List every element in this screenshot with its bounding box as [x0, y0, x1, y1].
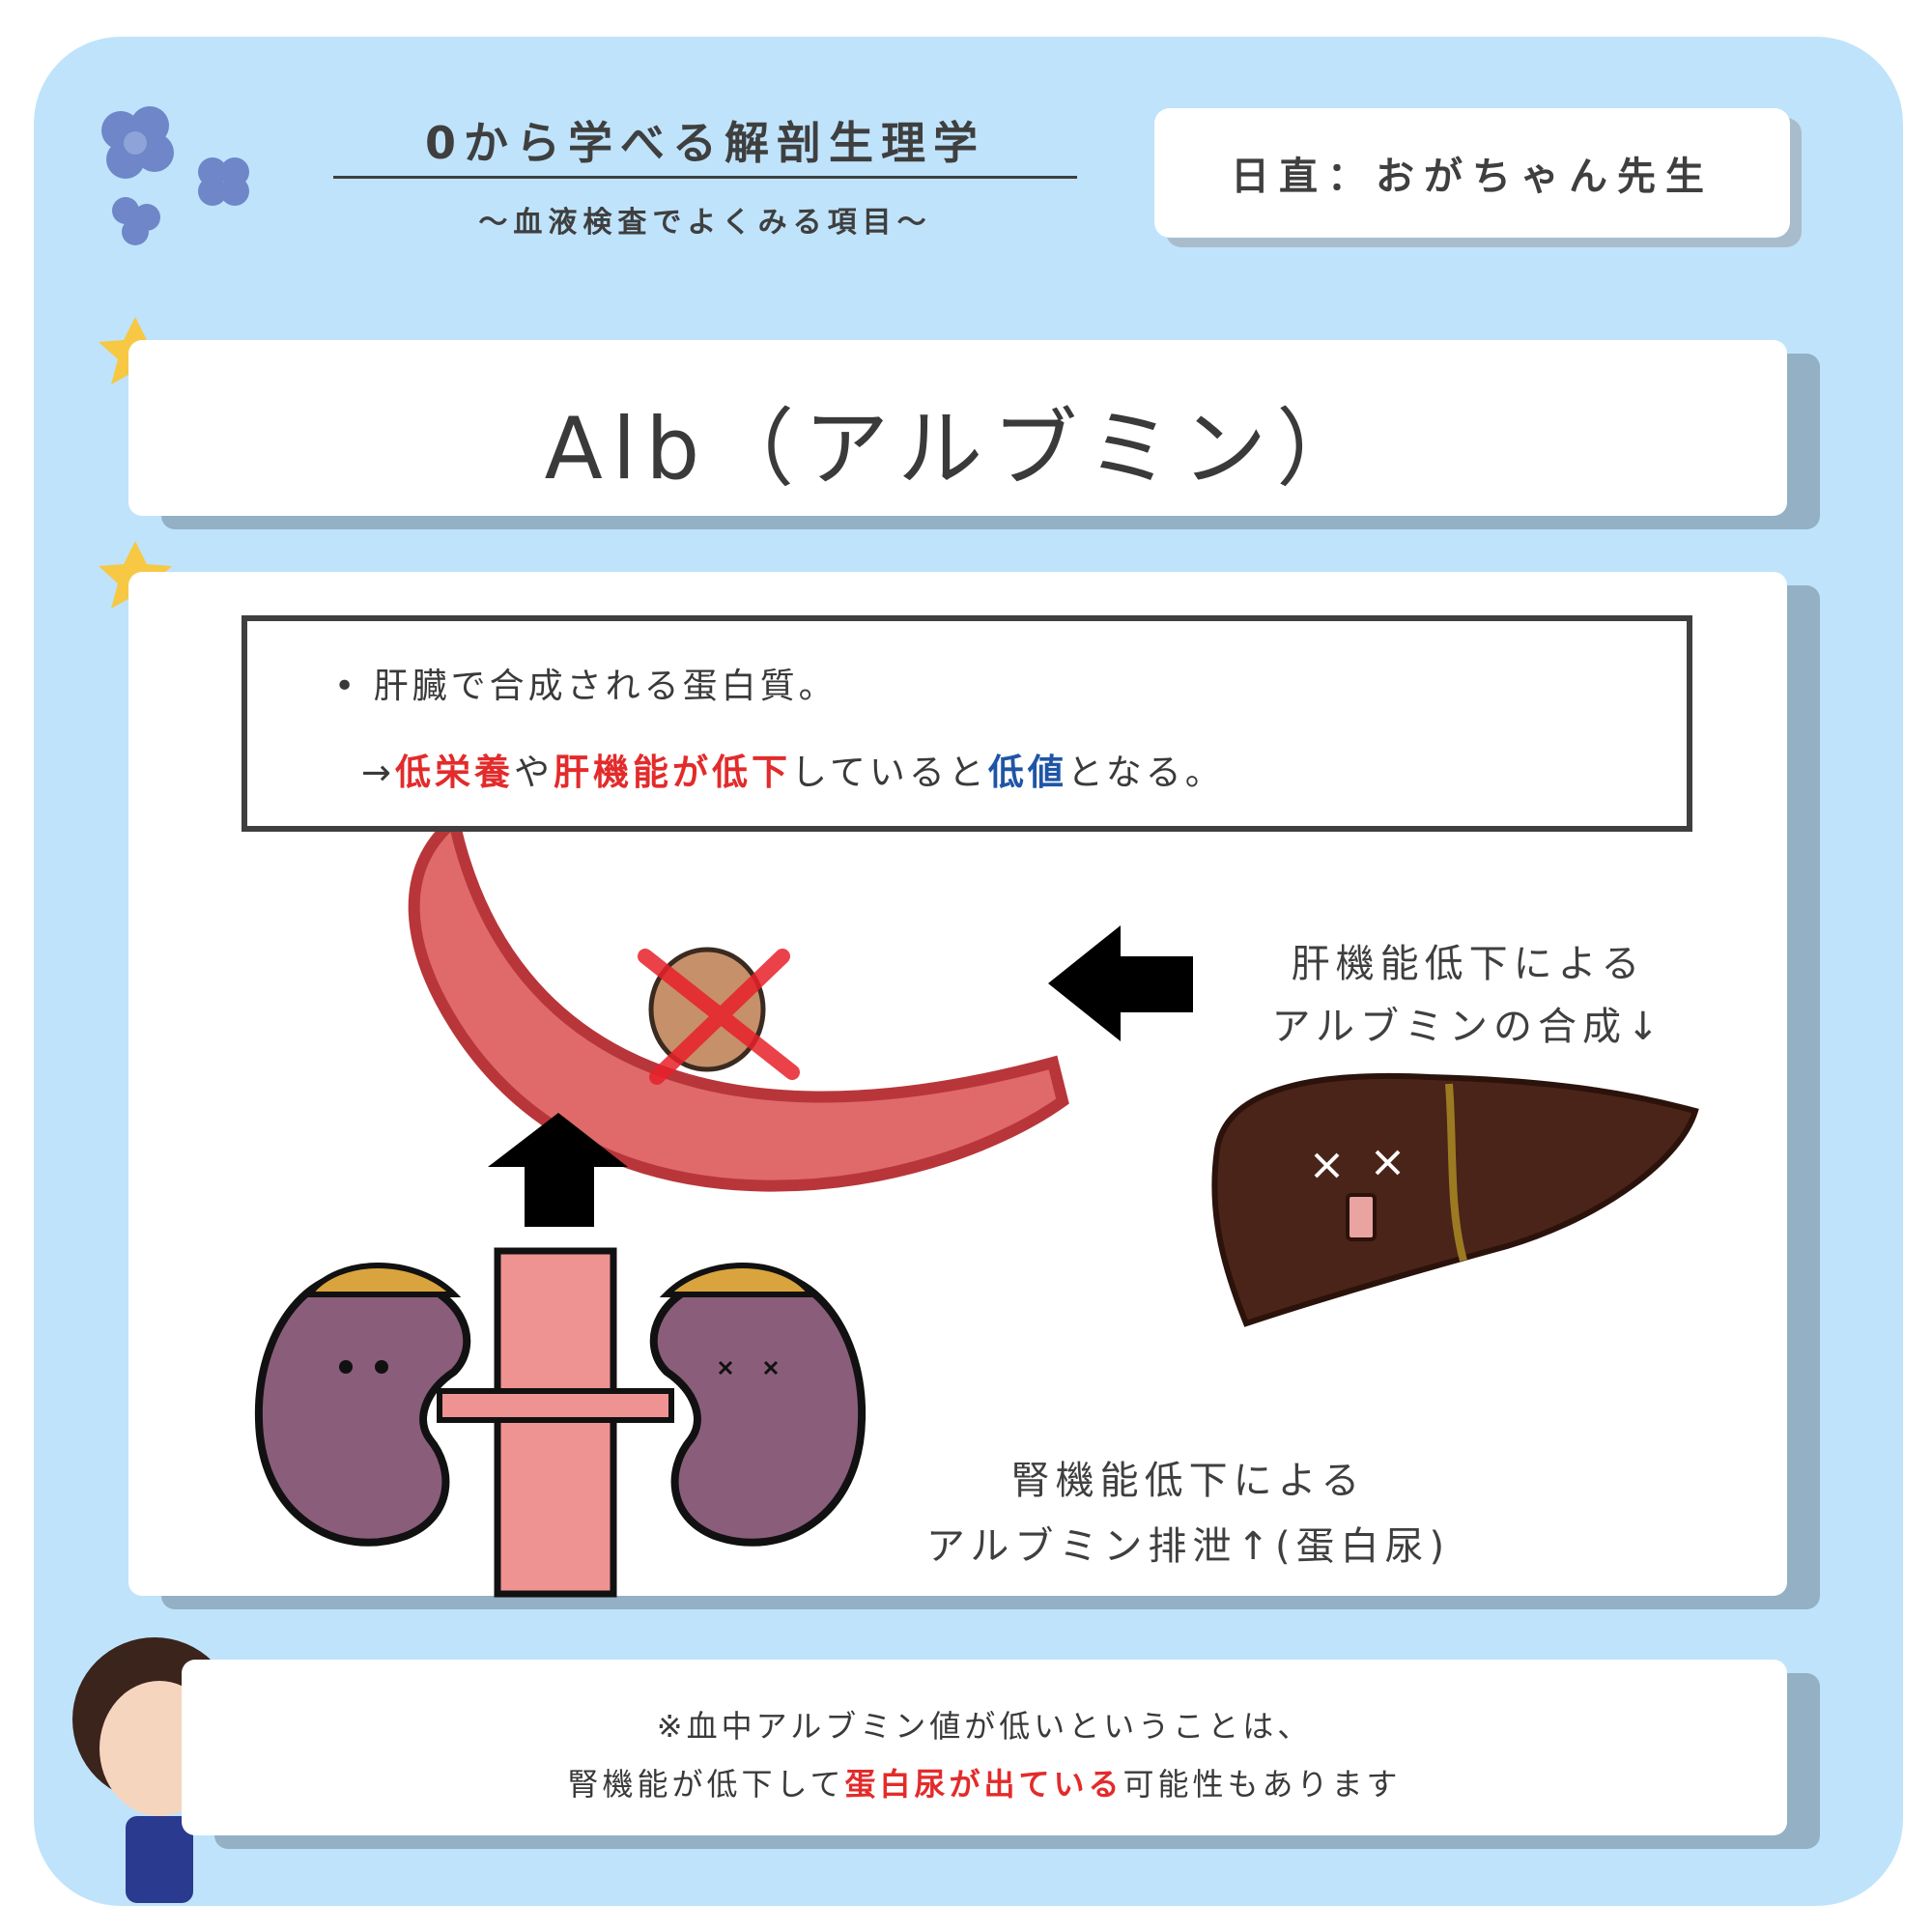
note-line-2: 腎機能が低下して蛋白尿が出ている可能性もあります	[567, 1766, 1402, 1803]
kidney-face	[339, 1360, 388, 1374]
liver-face	[1314, 1150, 1401, 1179]
liver-label-2: アルブミンの合成↓	[1271, 1005, 1665, 1049]
info-box: • 肝臓で合成される蛋白質。 →低栄養や肝機能が低下していると低値となる。	[242, 615, 1692, 832]
blood-vessel	[408, 810, 1069, 1192]
kidney-right-illustration	[649, 1267, 867, 1547]
arrow-up-icon	[488, 1113, 628, 1227]
title-card: Alb（アルブミン）	[128, 340, 1787, 516]
kidney-label-2: アルブミン排泄↑(蛋白尿)	[925, 1524, 1451, 1569]
kidney-label-1: 腎機能低下による	[1010, 1459, 1366, 1503]
cross-icon	[638, 949, 800, 1085]
duty-badge: 日直：おがちゃん先生	[1154, 108, 1790, 238]
header-title: 0から学べる解剖生理学	[424, 117, 985, 169]
header-divider	[333, 176, 1077, 179]
flower-icon	[101, 106, 249, 245]
kidney-left-illustration	[254, 1267, 471, 1547]
header-subtitle: 〜血液検査でよくみる項目〜	[478, 206, 932, 240]
info-line: →低栄養や肝機能が低下していると低値となる。	[361, 752, 1225, 793]
note-line-1: ※血中アルブミン値が低いということは、	[656, 1708, 1313, 1745]
vessel-label: Alb値↓	[536, 889, 697, 933]
arrow-left-icon	[1048, 925, 1193, 1041]
info-bullet: • 肝臓で合成される蛋白質。	[334, 667, 838, 706]
note-card	[182, 1660, 1787, 1835]
main-title: Alb（アルブミン）	[544, 399, 1372, 498]
liver-label-1: 肝機能低下による	[1291, 942, 1646, 986]
